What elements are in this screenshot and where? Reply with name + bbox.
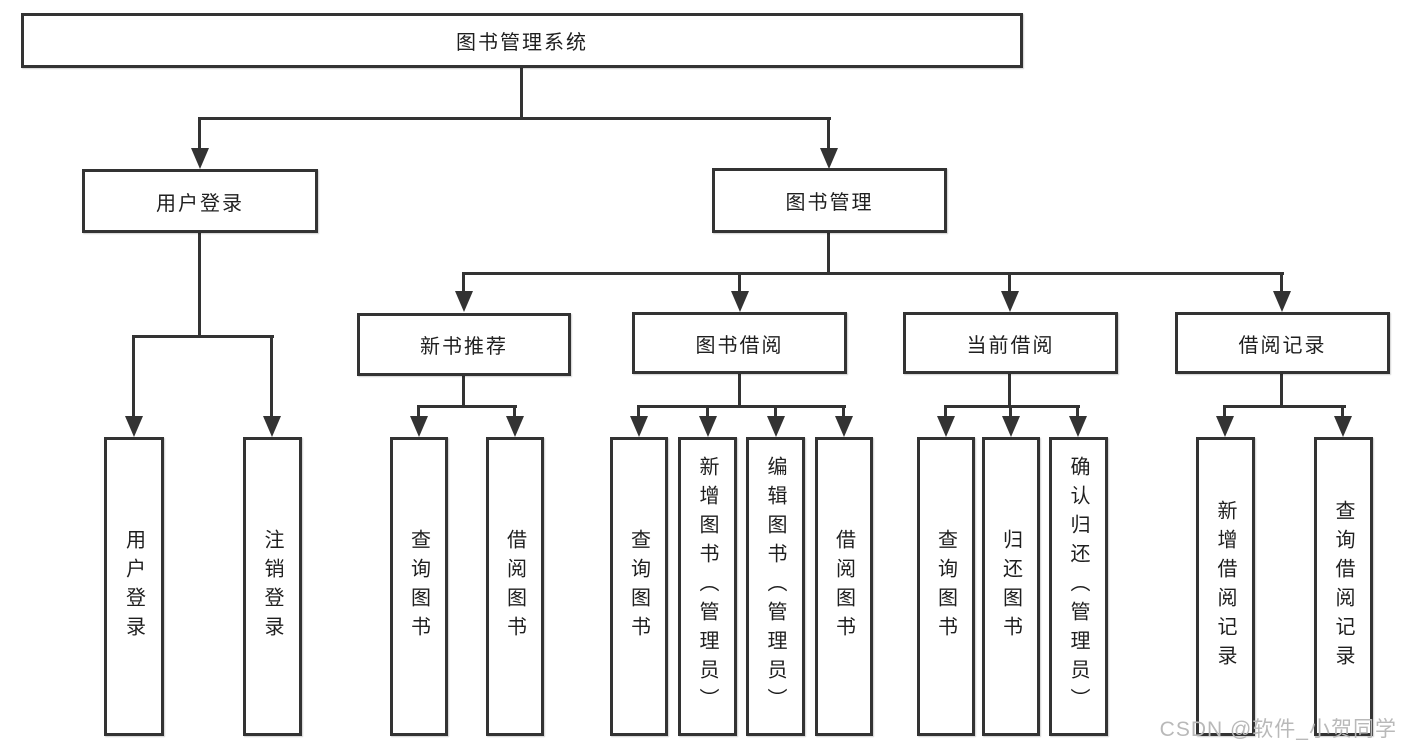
leaf-recommend-query-book-label: 查询图书: [407, 528, 430, 645]
arrowhead-borrow-records-icon: [1273, 291, 1291, 312]
leaf-recommend-borrow-book: 借阅图书: [486, 437, 544, 736]
connector-to-leaf-borrow-book: [842, 405, 845, 418]
leaf-return-book-label: 归还图书: [999, 528, 1022, 645]
node-book-borrow-label: 图书借阅: [695, 334, 784, 357]
connector-to-leaf-logout: [270, 335, 273, 417]
connector-to-leaf-borrow-query: [637, 405, 640, 418]
leaf-recommend-query-book: 查询图书: [390, 437, 448, 736]
node-root-label: 图书管理系统: [456, 32, 588, 54]
arrowhead-add-record-icon: [1216, 416, 1234, 437]
arrowhead-leaf-logout-icon: [263, 416, 281, 437]
arrowhead-book-management-icon: [820, 148, 838, 169]
node-current-borrow-label: 当前借阅: [966, 334, 1055, 357]
leaf-user-login: 用户登录: [104, 437, 164, 736]
arrowhead-leaf-user-login-icon: [125, 416, 143, 437]
leaf-recommend-borrow-book-label: 借阅图书: [503, 528, 526, 645]
leaf-current-query-book: 查询图书: [917, 437, 975, 736]
arrowhead-confirm-return-icon: [1069, 416, 1087, 437]
connector-to-new-book-recommend: [462, 272, 465, 294]
connector-book-management-hbar: [462, 272, 1284, 275]
arrowhead-user-login-icon: [191, 148, 209, 169]
node-borrow-records: 借阅记录: [1175, 312, 1390, 374]
node-user-login: 用户登录: [82, 169, 318, 233]
connector-to-leaf-recommend-query: [417, 405, 420, 418]
connector-book-borrow-stub: [738, 374, 741, 408]
connector-current-borrow-hbar: [944, 405, 1080, 408]
leaf-add-borrow-record: 新增借阅记录: [1196, 437, 1255, 736]
connector-borrow-records-hbar: [1223, 405, 1346, 408]
leaf-borrow-book: 借阅图书: [815, 437, 873, 736]
leaf-add-borrow-record-label: 新增借阅记录: [1214, 499, 1236, 674]
arrowhead-new-book-recommend-icon: [455, 291, 473, 312]
connector-book-borrow-hbar: [637, 405, 846, 408]
leaf-current-query-book-label: 查询图书: [934, 528, 957, 645]
arrowhead-add-book-icon: [699, 416, 717, 437]
arrowhead-return-book-icon: [1002, 416, 1020, 437]
arrowhead-recommend-borrow-icon: [506, 416, 524, 437]
node-new-book-recommend-label: 新书推荐: [420, 336, 508, 358]
arrowhead-borrow-query-icon: [630, 416, 648, 437]
leaf-add-book-admin: 新增图书（管理员）: [678, 437, 737, 736]
connector-new-book-recommend-hbar: [417, 405, 517, 408]
arrowhead-borrow-book-icon: [835, 416, 853, 437]
connector-current-borrow-stub: [1008, 374, 1011, 408]
arrowhead-edit-book-icon: [767, 416, 785, 437]
connector-book-management-stub: [827, 233, 830, 275]
connector-root-hbar: [198, 117, 831, 120]
node-user-login-label: 用户登录: [156, 192, 244, 215]
node-book-borrow: 图书借阅: [632, 312, 847, 374]
leaf-borrow-book-label: 借阅图书: [832, 528, 855, 645]
leaf-confirm-return-admin: 确认归还（管理员）: [1049, 437, 1108, 736]
arrowhead-current-query-icon: [937, 416, 955, 437]
leaf-edit-book-admin-label: 编辑图书（管理员）: [764, 456, 786, 717]
node-root: 图书管理系统: [21, 13, 1023, 68]
leaf-edit-book-admin: 编辑图书（管理员）: [746, 437, 805, 736]
connector-to-current-borrow: [1008, 272, 1011, 294]
node-borrow-records-label: 借阅记录: [1238, 334, 1327, 357]
connector-to-leaf-edit-book: [774, 405, 777, 418]
connector-to-leaf-add-book: [706, 405, 709, 418]
node-current-borrow: 当前借阅: [903, 312, 1118, 374]
leaf-return-book: 归还图书: [982, 437, 1040, 736]
leaf-query-borrow-record-label: 查询借阅记录: [1332, 499, 1354, 674]
node-book-management: 图书管理: [712, 168, 947, 233]
connector-root-to-user-login: [198, 117, 201, 150]
connector-root-stub: [520, 68, 523, 120]
connector-to-book-borrow: [738, 272, 741, 294]
node-book-management-label: 图书管理: [785, 192, 874, 214]
leaf-borrow-query-book: 查询图书: [610, 437, 668, 736]
connector-to-leaf-current-query: [944, 405, 947, 418]
arrowhead-recommend-query-icon: [410, 416, 428, 437]
connector-to-leaf-add-record: [1223, 405, 1226, 418]
arrowhead-current-borrow-icon: [1001, 291, 1019, 312]
node-new-book-recommend: 新书推荐: [357, 313, 571, 376]
arrowhead-query-record-icon: [1334, 416, 1352, 437]
connector-to-leaf-query-record: [1341, 405, 1344, 418]
connector-root-to-book-management: [827, 117, 830, 150]
connector-borrow-records-stub: [1280, 374, 1283, 408]
connector-to-leaf-recommend-borrow: [513, 405, 516, 418]
arrowhead-book-borrow-icon: [731, 291, 749, 312]
connector-to-borrow-records: [1280, 272, 1283, 294]
connector-user-login-hbar: [132, 335, 274, 338]
connector-to-leaf-confirm-return: [1076, 405, 1079, 418]
leaf-add-book-admin-label: 新增图书（管理员）: [696, 456, 718, 717]
leaf-logout: 注销登录: [243, 437, 302, 736]
leaf-query-borrow-record: 查询借阅记录: [1314, 437, 1373, 736]
connector-new-book-recommend-stub: [462, 376, 465, 408]
connector-to-leaf-user-login: [132, 335, 135, 417]
connector-user-login-stub: [198, 233, 201, 338]
csdn-watermark: CSDN @软件_小贺同学: [1159, 718, 1397, 741]
leaf-user-login-label: 用户登录: [122, 528, 145, 645]
leaf-logout-label: 注销登录: [261, 528, 283, 645]
leaf-borrow-query-book-label: 查询图书: [627, 528, 650, 645]
leaf-confirm-return-admin-label: 确认归还（管理员）: [1067, 456, 1089, 717]
connector-to-leaf-return-book: [1009, 405, 1012, 418]
